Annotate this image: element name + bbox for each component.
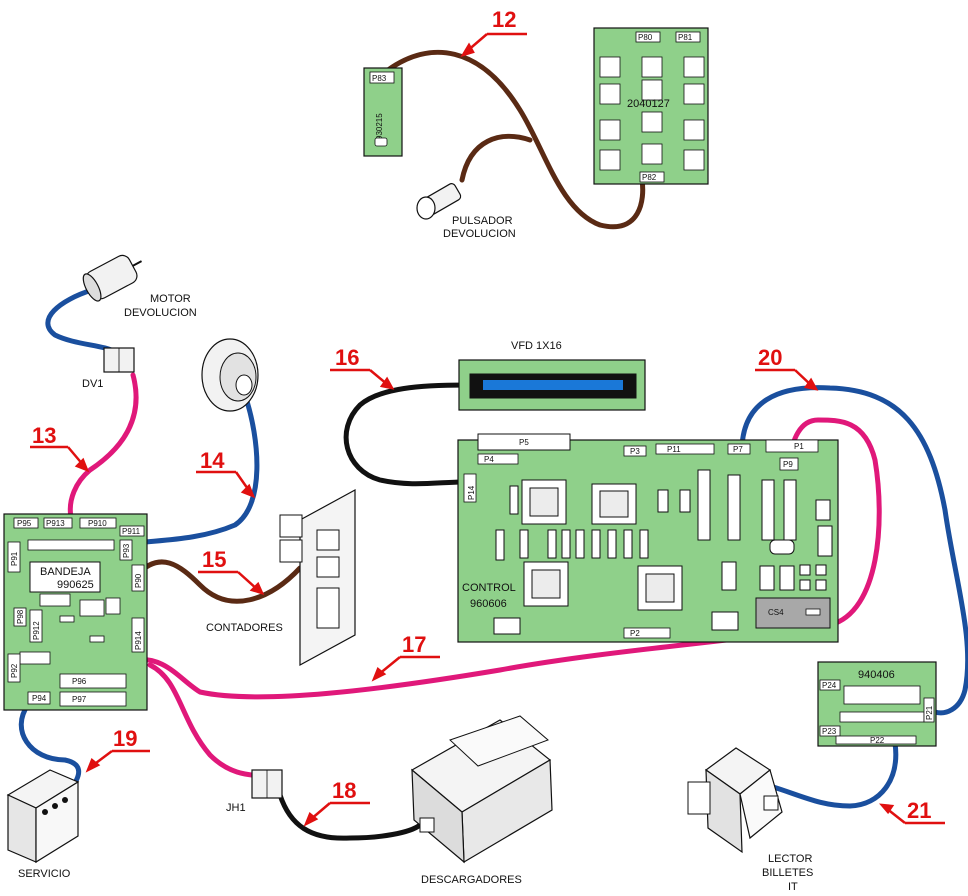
control-board: P5 P3 P11 P7 P1 P4 P9 P14 (457, 433, 839, 643)
motor-label-1: MOTOR (150, 293, 191, 305)
bill-board-code: 940406 (858, 669, 895, 681)
callout-20: 20 (758, 345, 782, 370)
connector-p95: P95 (17, 519, 32, 528)
connector-p96: P96 (72, 677, 87, 686)
connector-p1: P1 (794, 442, 804, 451)
callout-15: 15 (202, 547, 226, 572)
connector-p90: P90 (134, 573, 143, 588)
callout-12: 12 (492, 7, 516, 32)
cable-12-branch (459, 133, 533, 183)
callout-19: 19 (113, 726, 137, 751)
keypad-keys (599, 56, 705, 171)
cable-21 (767, 740, 899, 809)
cable-motor (45, 287, 118, 355)
lector-label-3: IT (788, 881, 798, 893)
callout-16: 16 (335, 345, 359, 370)
cable-20 (739, 385, 968, 716)
vfd-display: VFD 1X16 (458, 340, 646, 411)
motor-label-2: DEVOLUCION (124, 307, 197, 319)
callout-13: 13 (32, 423, 56, 448)
connector-p92: P92 (10, 663, 19, 678)
callout-leaders (30, 32, 945, 827)
connector-p94: P94 (32, 694, 47, 703)
cables (18, 49, 968, 841)
descargadores-label: DESCARGADORES (421, 874, 522, 886)
contadores-panel: CONTADORES (206, 488, 356, 667)
connector-p911: P911 (122, 527, 141, 536)
callout-14: 14 (200, 448, 225, 473)
connector-p21: P21 (925, 705, 934, 720)
cs4-label: CS4 (768, 608, 784, 617)
connector-p98: P98 (16, 609, 25, 624)
callout-17: 17 (402, 632, 426, 657)
cable-12 (385, 49, 646, 230)
connector-p910: P910 (88, 519, 107, 528)
connector-p93: P93 (122, 543, 131, 558)
small-board-930215: P83 930215 (363, 67, 403, 157)
pulsador-label-1: PULSADOR (452, 215, 513, 227)
descargadores: DESCARGADORES (410, 715, 553, 886)
connector-p2: P2 (630, 629, 640, 638)
connector-p3: P3 (630, 447, 640, 456)
bandeja-label-2: 990625 (57, 579, 94, 591)
servicio-box: SERVICIO (6, 769, 80, 880)
cable-18-black (277, 792, 423, 841)
servicio-label: SERVICIO (18, 868, 71, 880)
connector-p22: P22 (870, 736, 885, 745)
bandeja-board: P95 P913 P910 P911 P93 P91 P90 BANDEJA 9… (3, 513, 148, 711)
connector-p82: P82 (642, 173, 657, 182)
pulsador-devolucion: PULSADOR DEVOLUCION (416, 183, 516, 240)
contadores-label: CONTADORES (206, 622, 283, 634)
control-chips (493, 469, 833, 635)
callout-numbers: 12 13 14 15 16 17 18 19 20 21 (32, 7, 931, 823)
connector-p91: P91 (10, 551, 19, 566)
bandeja-label-1: BANDEJA (40, 566, 91, 578)
connector-p81: P81 (678, 33, 693, 42)
control-label-2: 960606 (470, 598, 507, 610)
pulsador-label-2: DEVOLUCION (443, 228, 516, 240)
keypad-code: 2040127 (627, 98, 670, 110)
connector-p912: P912 (32, 621, 41, 640)
keypad-board: P80 P81 2040127 P82 (593, 27, 709, 185)
connector-p11: P11 (667, 445, 681, 454)
jh1-connector: JH1 (226, 769, 283, 814)
motor-devolucion: MOTOR DEVOLUCION (82, 254, 197, 319)
dv1-label: DV1 (82, 378, 103, 390)
connector-p914: P914 (134, 631, 143, 650)
cable-18-pink (147, 662, 265, 779)
connector-p14: P14 (467, 485, 476, 500)
cable-14 (133, 392, 260, 546)
lector-label-1: LECTOR (768, 853, 812, 865)
lector-label-2: BILLETES (762, 867, 813, 879)
connector-p9: P9 (783, 460, 793, 469)
connector-p97: P97 (72, 695, 87, 704)
connector-p5: P5 (519, 438, 529, 447)
connector-p80: P80 (638, 33, 653, 42)
connector-p7: P7 (733, 445, 743, 454)
connector-p4: P4 (484, 455, 494, 464)
connector-p83: P83 (372, 74, 387, 83)
callout-21: 21 (907, 798, 931, 823)
connector-p24: P24 (822, 681, 837, 690)
callout-18: 18 (332, 778, 356, 803)
cable-15 (134, 559, 303, 604)
connector-p913: P913 (46, 519, 65, 528)
speaker (201, 338, 259, 412)
jh1-label: JH1 (226, 802, 246, 814)
control-label-1: CONTROL (462, 582, 516, 594)
connector-p23: P23 (822, 727, 837, 736)
bill-board: 940406 P24 P23 P22 P21 (817, 661, 937, 747)
lector-billetes: LECTOR BILLETES IT (687, 747, 813, 893)
vfd-label: VFD 1X16 (511, 340, 562, 352)
dv1-connector: DV1 (82, 347, 135, 390)
small-board-code: 930215 (375, 113, 384, 140)
cable-16 (343, 382, 469, 487)
